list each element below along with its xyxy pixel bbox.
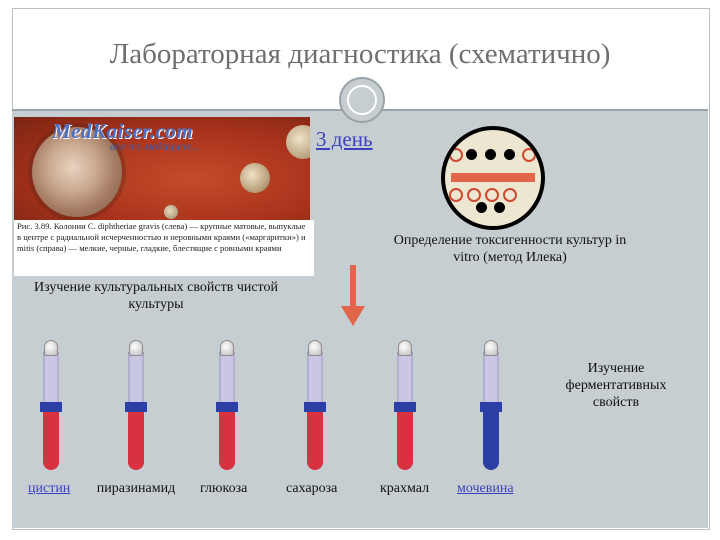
elek-plate [441, 126, 545, 230]
culture-dot-icon [466, 149, 477, 160]
tube-cap-icon [220, 340, 234, 356]
circle-ornament-icon [339, 77, 385, 123]
elek-method-label: Определение токсигенности культур in vit… [393, 233, 627, 265]
culture-dot-icon [494, 202, 505, 213]
tube-medium [43, 412, 59, 470]
test-tube-starch [394, 340, 416, 472]
down-arrow-head-icon [341, 306, 365, 326]
test-tube-glucose [216, 340, 238, 472]
tube-label-pyrazinamidase: пиразинамид [96, 481, 176, 496]
tube-cap-icon [484, 340, 498, 356]
tube-medium [397, 412, 413, 470]
elek-plate-agar [445, 130, 541, 226]
test-tube-pyrazinamidase [125, 340, 147, 472]
mitis-colony [164, 205, 178, 219]
mitis-colony [240, 163, 270, 193]
tube-band [125, 402, 147, 412]
tube-label-urea[interactable]: мочевина [457, 481, 514, 496]
tube-cap-icon [308, 340, 322, 356]
culture-dot-icon [504, 149, 515, 160]
mitis-colony [286, 125, 310, 159]
precipitation-arc-icon [449, 148, 463, 162]
culture-dot-icon [485, 149, 496, 160]
precipitation-arc-icon [449, 188, 463, 202]
watermark-subtitle: все по медицине... [110, 139, 201, 153]
tube-band [304, 402, 326, 412]
tube-band [394, 402, 416, 412]
tube-band [40, 402, 62, 412]
test-tube-sucrose [304, 340, 326, 472]
tube-label-starch: крахмал [380, 481, 430, 496]
day-link[interactable]: 3 день [316, 127, 373, 151]
precipitation-arc-icon [503, 188, 517, 202]
tube-cap-icon [129, 340, 143, 356]
precipitation-arc-icon [485, 188, 499, 202]
tube-label-cystine[interactable]: цистин [28, 481, 71, 496]
test-tube-urea [480, 340, 502, 472]
tube-cap-icon [398, 340, 412, 356]
antitoxin-strip [451, 173, 535, 182]
tube-label-sucrose: сахароза [286, 481, 338, 496]
culture-dot-icon [476, 202, 487, 213]
precipitation-arc-icon [522, 148, 536, 162]
tube-band [216, 402, 238, 412]
down-arrow-icon [350, 265, 356, 309]
test-tube-cystine [40, 340, 62, 472]
slide-title: Лабораторная диагностика (схематично) [109, 38, 611, 70]
cultural-properties-label: Изучение культуральных свойств чистой ку… [33, 280, 278, 312]
enzymatic-properties-label: Изучение ферментативных свойств [565, 361, 667, 410]
tube-label-glucose: глюкоза [200, 481, 248, 496]
watermark-logo: MedKaiser.com [52, 119, 194, 143]
tube-medium [219, 412, 235, 470]
tube-medium [128, 412, 144, 470]
photo-caption: Рис. 3.89. Колонии C. diphtheriae gravis… [14, 220, 314, 276]
gravis-colony [32, 127, 122, 217]
tube-medium [307, 412, 323, 470]
tube-band [480, 402, 502, 412]
tube-cap-icon [44, 340, 58, 356]
precipitation-arc-icon [467, 188, 481, 202]
tube-medium [483, 412, 499, 470]
colony-photo: MedKaiser.com все по медицине... [14, 117, 310, 220]
